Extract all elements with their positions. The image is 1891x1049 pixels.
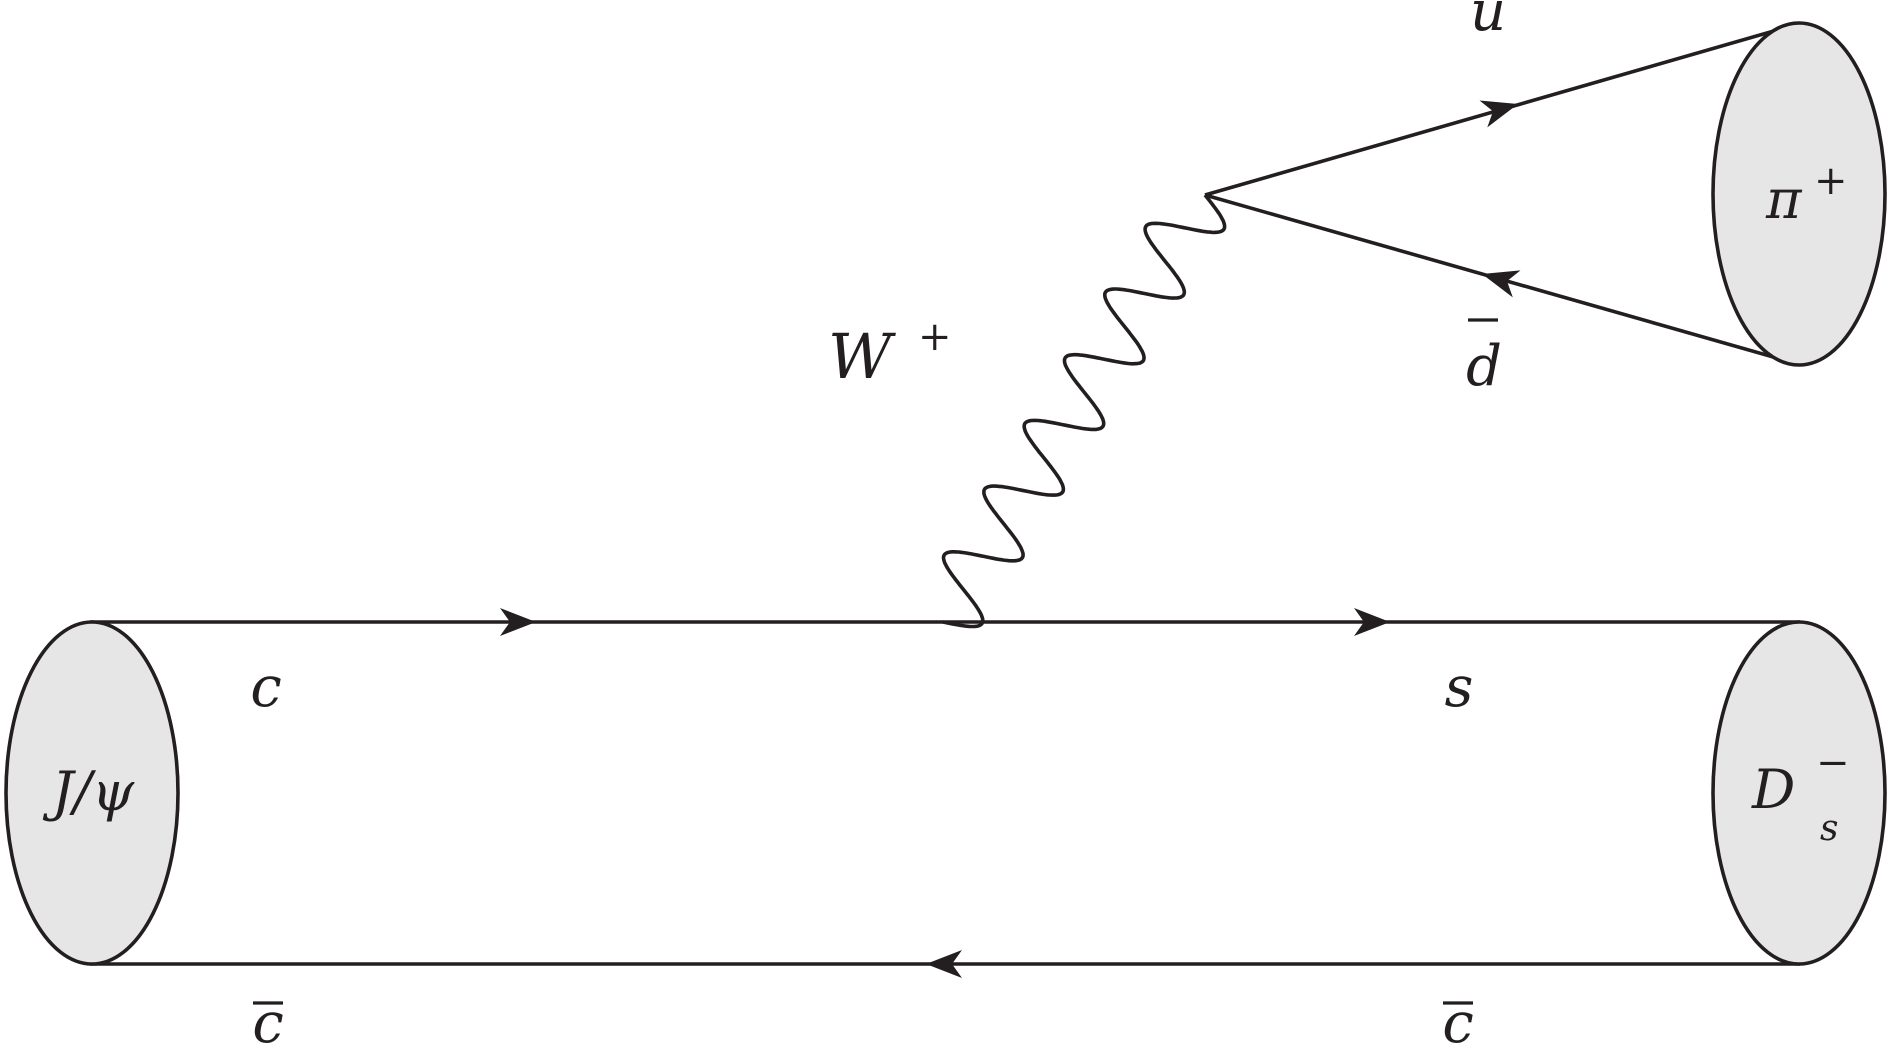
u-arrow-icon xyxy=(1479,100,1518,128)
ds-label: D s − xyxy=(1751,740,1850,849)
svg-text:+: + xyxy=(1814,158,1848,204)
pion-blob xyxy=(1711,21,1887,367)
jpsi-blob xyxy=(4,620,180,966)
svg-text:W: W xyxy=(828,320,896,393)
svg-text:−: − xyxy=(1816,740,1850,786)
s-arrow-icon xyxy=(1354,608,1390,636)
cbar-left-label: c xyxy=(252,991,283,1049)
dbar-label: d xyxy=(1466,318,1502,399)
cbar-right-label: c xyxy=(1442,991,1473,1049)
svg-text:c: c xyxy=(252,991,283,1049)
c-label: c xyxy=(250,655,281,720)
cbar-arrow-icon xyxy=(926,950,962,978)
jpsi-label: J/ψ xyxy=(42,760,135,823)
w-boson-label: W + xyxy=(828,314,952,393)
dbar-arrow-icon xyxy=(1482,270,1521,298)
c-arrow-icon xyxy=(500,608,536,636)
svg-text:d: d xyxy=(1466,334,1502,399)
svg-text:+: + xyxy=(918,314,952,360)
svg-text:D: D xyxy=(1751,758,1795,821)
svg-text:s: s xyxy=(1820,808,1838,849)
pion-label: π + xyxy=(1765,158,1848,231)
w-boson-line xyxy=(941,193,1227,629)
svg-text:π: π xyxy=(1765,168,1803,231)
u-label: u xyxy=(1470,0,1506,44)
ds-blob xyxy=(1711,620,1887,966)
svg-text:c: c xyxy=(1442,991,1473,1049)
s-label: s xyxy=(1445,655,1474,720)
